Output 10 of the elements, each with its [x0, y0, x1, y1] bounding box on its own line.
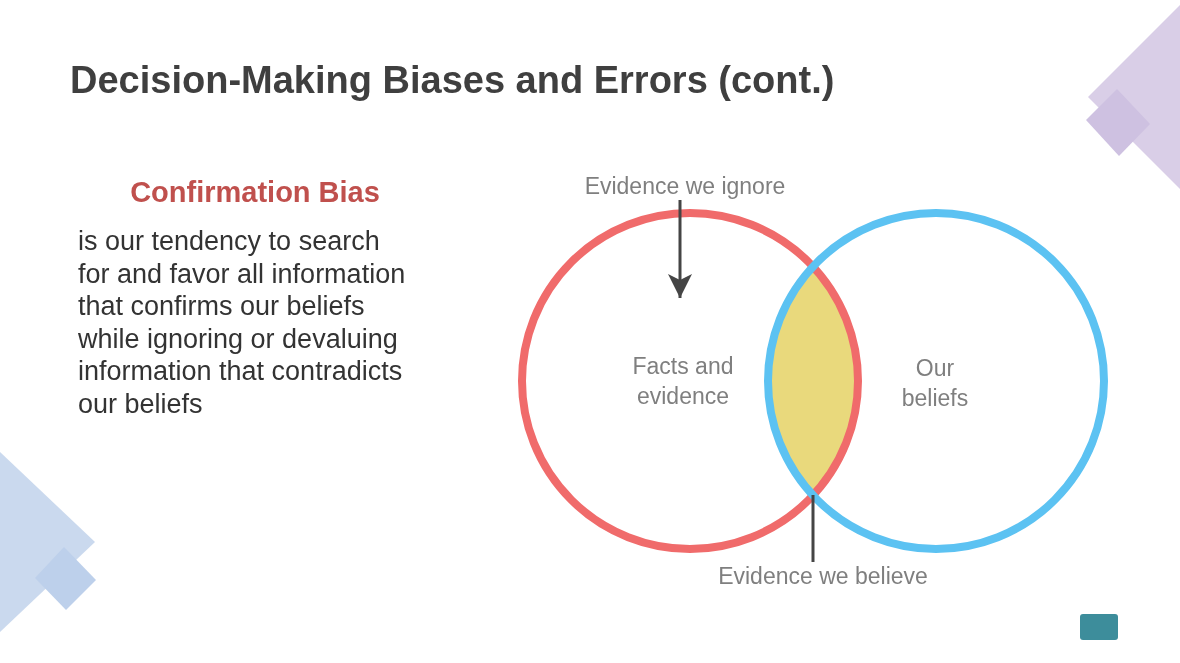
section-heading: Confirmation Bias: [129, 175, 381, 210]
shape-label: Facts and evidence: [631, 352, 735, 411]
definition-text: is our tendency to search for and favor all information that confirms our beliefs while ignoring or devaluing information that contradicts our beliefs: [78, 225, 407, 420]
arrow: [668, 200, 692, 298]
shape-label: Our beliefs: [900, 354, 970, 413]
venn-circle: [764, 209, 1108, 553]
slide-title: Decision-Making Biases and Errors (cont.): [70, 58, 835, 102]
callout-text: Evidence we believe: [715, 562, 931, 590]
callout-text: Evidence we ignore: [575, 172, 795, 200]
venn-circle: [518, 209, 862, 553]
